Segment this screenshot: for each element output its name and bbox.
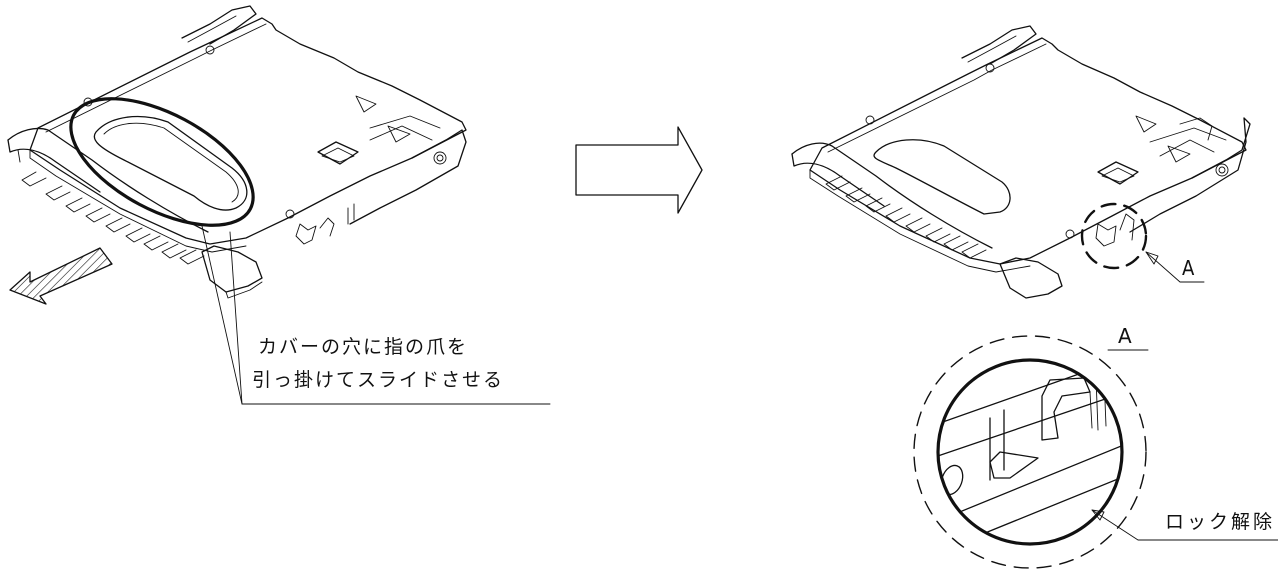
- finger-hole-highlight: [69, 97, 255, 227]
- connector-right: [791, 25, 1251, 299]
- transition-arrow-icon: [575, 126, 703, 214]
- note-line-2: 引っ掛けてスライドさせる: [252, 369, 505, 391]
- detail-a-label: A: [1118, 324, 1132, 348]
- hatched-slide-arrow-icon: [9, 247, 113, 305]
- detail-a-view: [913, 335, 1149, 569]
- release-leader: [1091, 509, 1278, 541]
- callout-a-label: A: [1182, 256, 1195, 280]
- callout-a-leader: [1145, 251, 1205, 283]
- note-line-1: カバーの穴に指の爪を: [258, 336, 469, 358]
- note-leader: [201, 225, 551, 405]
- detail-callout-circle: [1080, 202, 1148, 270]
- connector-left: [7, 5, 467, 299]
- lock-release-label: ロック解除: [1165, 511, 1276, 533]
